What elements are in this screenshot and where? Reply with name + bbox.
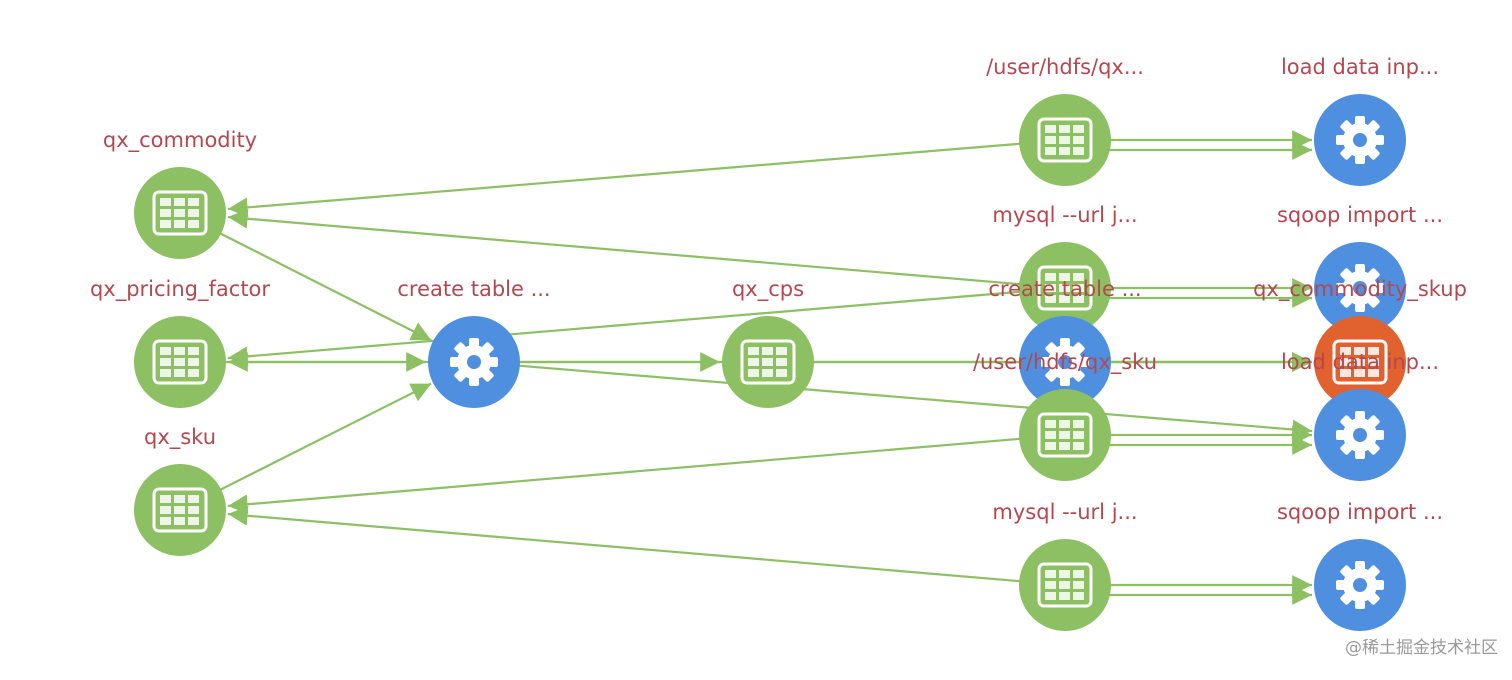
table-icon — [1037, 265, 1093, 311]
node-label: mysql --url j... — [992, 500, 1137, 524]
edge-n6-n1 — [227, 141, 1038, 218]
node-process[interactable] — [1314, 242, 1406, 334]
gear-icon — [1336, 116, 1384, 164]
table-icon — [1037, 562, 1093, 608]
edge-n3-n4 — [204, 382, 432, 499]
node-label: qx_commodity — [103, 128, 257, 153]
edge-n4-n14 — [501, 363, 1313, 440]
node-label: qx_sku — [144, 425, 216, 450]
node-table[interactable] — [134, 464, 226, 556]
node-table[interactable] — [1019, 389, 1111, 481]
node-table[interactable] — [1019, 242, 1111, 334]
node-label: /user/hdfs/qx... — [986, 55, 1144, 79]
node-label: qx_commodity_skup — [1253, 277, 1467, 302]
labels-layer: qx_commodity qx_pricing_factor qx_sku creat… — [90, 55, 1467, 524]
node-label: sqoop import ... — [1277, 500, 1443, 524]
table-icon — [1037, 117, 1093, 163]
node-label: load data inp... — [1281, 55, 1439, 79]
node-process[interactable] — [1314, 94, 1406, 186]
edge-n9-n3 — [227, 436, 1038, 515]
node-label: sqoop import ... — [1277, 203, 1443, 227]
node-table[interactable] — [1019, 94, 1111, 186]
table-icon — [1332, 339, 1388, 385]
edge-n7-n1 — [227, 208, 1038, 287]
node-label: /user/hdfs/qx_sku — [973, 350, 1157, 375]
table-icon — [152, 190, 208, 236]
gear-icon — [450, 338, 498, 386]
nodes-layer — [134, 94, 1406, 631]
node-process[interactable] — [428, 316, 520, 408]
table-icon — [152, 339, 208, 385]
table-icon — [1037, 412, 1093, 458]
node-label: mysql --url j... — [992, 203, 1137, 227]
edge-n1-n4 — [204, 224, 432, 342]
node-process[interactable] — [1314, 539, 1406, 631]
gear-icon — [1336, 264, 1384, 312]
edge-n7-n2 — [227, 289, 1038, 367]
gear-icon — [1336, 561, 1384, 609]
gear-icon — [1041, 338, 1089, 386]
node-highlight[interactable] — [1314, 316, 1406, 408]
node-label: qx_cps — [732, 277, 804, 302]
watermark: @稀土掘金技术社区 — [1345, 638, 1498, 658]
node-label: create table ... — [988, 277, 1141, 301]
table-icon — [152, 487, 208, 533]
node-label: load data inp... — [1281, 350, 1439, 374]
edge-n10-n3 — [227, 505, 1038, 584]
node-label: qx_pricing_factor — [90, 277, 270, 302]
gear-icon — [1336, 411, 1384, 459]
table-icon — [740, 339, 796, 385]
node-table[interactable] — [722, 316, 814, 408]
node-table[interactable] — [1019, 539, 1111, 631]
node-process[interactable] — [1314, 389, 1406, 481]
node-table[interactable] — [134, 167, 226, 259]
node-table[interactable] — [134, 316, 226, 408]
node-label: create table ... — [397, 277, 550, 301]
node-process[interactable] — [1019, 316, 1111, 408]
